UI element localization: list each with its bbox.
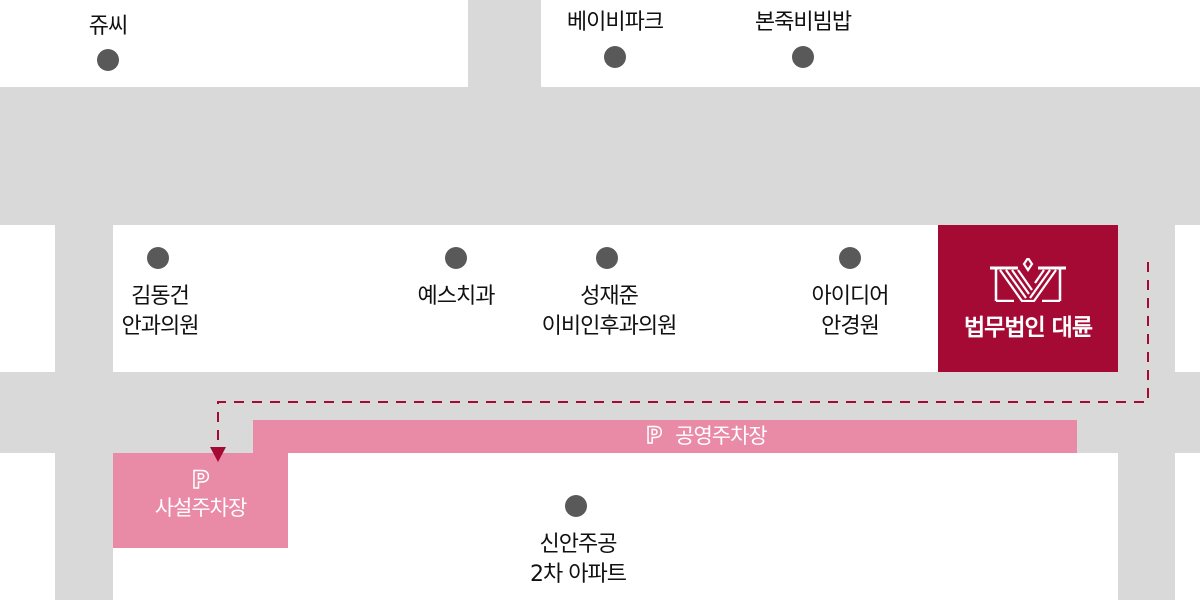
poi-label-shinan-apartment: 신안주공 2차 아파트 — [530, 530, 627, 590]
private-parking[interactable]: P 사설주차장 — [113, 453, 288, 548]
poi-label-line1: 예스치과 — [417, 284, 496, 309]
poi-label-babypark: 베이비파크 — [566, 10, 664, 35]
poi-label-line2: 이비인후과의원 — [541, 314, 678, 339]
poi-label-bonjuk: 본죽비빔밥 — [754, 10, 852, 35]
block-top-right — [541, 0, 1200, 87]
block-mid-far-right — [1175, 225, 1200, 372]
poi-marker-yes-dental[interactable] — [445, 247, 467, 269]
poi-label-line1: 아이디어 — [811, 284, 890, 309]
poi-label-juicy: 쥬씨 — [88, 14, 128, 39]
poi-marker-idea-optical[interactable] — [839, 247, 861, 269]
destination-law-firm[interactable]: 법무법인 대륜 — [938, 225, 1118, 372]
poi-label-line1: 신안주공 — [539, 532, 618, 557]
poi-label-sung-ent-clinic: 성재준 이비인후과의원 — [541, 282, 678, 342]
block-mid-far-left — [0, 225, 55, 372]
poi-label-line2: 안과의원 — [121, 314, 200, 339]
private-parking-label: 사설주차장 — [154, 496, 248, 520]
poi-marker-babypark[interactable] — [604, 46, 626, 68]
poi-marker-shinan-apartment[interactable] — [565, 495, 587, 517]
public-parking-label: 공영주차장 — [675, 424, 768, 448]
poi-label-kim-eye-clinic: 김동건 안과의원 — [121, 282, 200, 342]
poi-label-line1: 성재준 — [580, 284, 639, 309]
poi-marker-sung-ent-clinic[interactable] — [596, 247, 618, 269]
poi-label-line2: 안경원 — [821, 314, 880, 339]
crown-v-logo-icon — [990, 258, 1066, 302]
block-top-left — [0, 0, 468, 87]
public-parking[interactable]: P 공영주차장 — [253, 420, 1077, 453]
poi-label-idea-optical: 아이디어 안경원 — [811, 282, 890, 342]
poi-marker-kim-eye-clinic[interactable] — [147, 247, 169, 269]
destination-name: 법무법인 대륜 — [964, 315, 1093, 341]
poi-label-yes-dental: 예스치과 — [417, 282, 496, 312]
parking-icon: P — [645, 423, 663, 450]
arrow-down-icon — [210, 447, 226, 462]
poi-label-line1: 김동건 — [131, 284, 190, 309]
poi-marker-juicy[interactable] — [97, 49, 119, 71]
poi-label-line2: 2차 아파트 — [530, 562, 627, 587]
block-bottom-far-right — [1175, 453, 1200, 600]
poi-marker-bonjuk[interactable] — [792, 46, 814, 68]
parking-icon: P — [191, 466, 210, 494]
block-bottom-far-left — [0, 453, 55, 600]
